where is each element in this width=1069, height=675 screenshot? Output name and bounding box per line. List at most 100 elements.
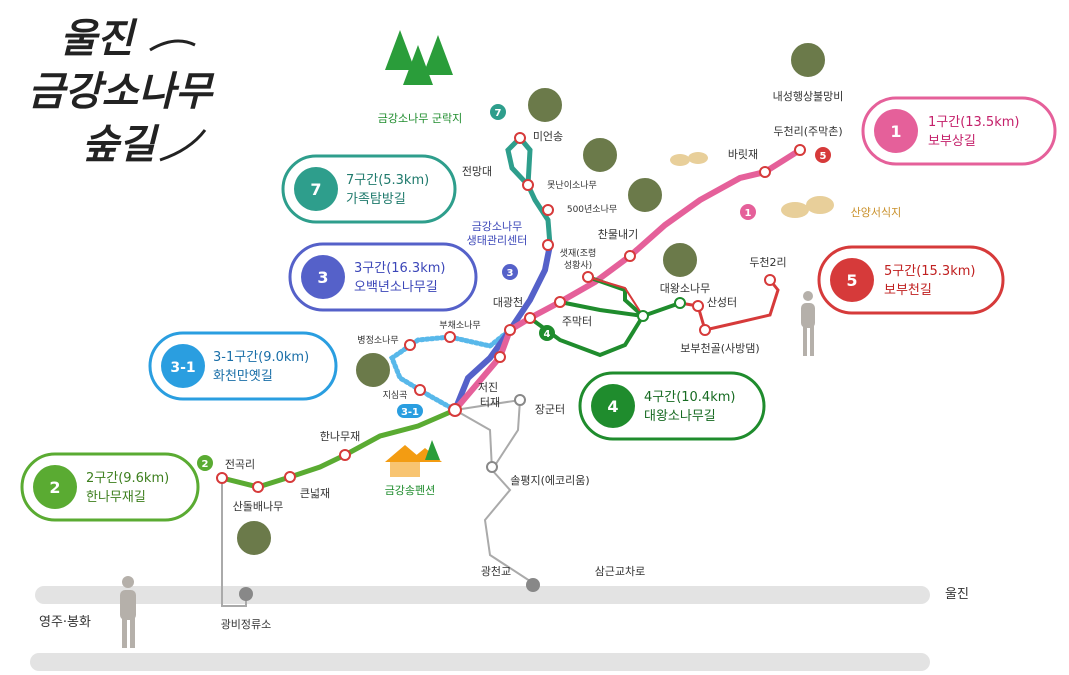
- title-line-3: 숲길: [82, 121, 160, 168]
- label-jumakto: 주막터: [562, 315, 592, 328]
- label-solpyeong: 솔평지(에코리움): [510, 474, 589, 487]
- badge-5: [815, 147, 831, 163]
- badge-4-text: 4: [544, 329, 551, 340]
- label-naeseong: 내성행상불망비: [773, 90, 844, 103]
- label-daewang: 대왕소나무: [660, 282, 711, 295]
- callout-course-7[interactable]: 7 7구간(5.3km) 가족탐방길: [281, 154, 457, 224]
- stop-sanseong: [692, 300, 704, 312]
- callout-3-num: 3: [317, 268, 328, 287]
- stop-sandolbae: [252, 481, 264, 493]
- hiker-icon: [120, 291, 815, 648]
- gwangcheongyo-stop: [526, 578, 540, 592]
- label-pension: 금강송펜션: [385, 484, 436, 497]
- label-yeongju: 영주·봉화: [39, 615, 91, 630]
- trail-stops: [216, 132, 806, 493]
- label-byeongjeong: 병정소나무: [357, 335, 398, 346]
- label-bobucheon: 보부천골(사방댐): [680, 341, 759, 355]
- stop-jisimgok: [414, 384, 426, 396]
- trail-4-path: [528, 275, 682, 358]
- badge-3-text: 3: [507, 268, 514, 279]
- trail-2-path: [219, 407, 458, 490]
- stop-barit: [759, 166, 771, 178]
- title-line-1: 울진: [60, 15, 138, 62]
- road-layer: [30, 398, 930, 671]
- callout-5-name: 5구간(15.3km): [884, 264, 975, 279]
- label-saetjae-2: 성황사): [564, 260, 592, 271]
- badge-2-text: 2: [202, 459, 209, 470]
- photo-sandolbae: [235, 519, 273, 557]
- callout-4-num: 4: [607, 397, 618, 416]
- photo-naeseong: [789, 41, 827, 79]
- callout-3-1-name: 3-1구간(9.0km): [213, 350, 309, 365]
- main-road-upper: [35, 586, 930, 604]
- badge-7-text: 7: [495, 108, 502, 119]
- callout-2-num: 2: [49, 478, 60, 497]
- callout-7-sub: 가족탐방길: [346, 192, 406, 207]
- callout-4-sub: 대왕소나무길: [644, 409, 716, 424]
- pine-trees-icon: [385, 30, 453, 85]
- title-line-2: 금강소나무: [28, 68, 215, 115]
- label-gwangbi: 광비정류소: [221, 618, 272, 631]
- deer-icon: [670, 152, 834, 218]
- label-sandolbae: 산돌배나무: [233, 500, 284, 513]
- map-title: 울진 금강소나무 숲길: [28, 15, 215, 168]
- photo-500: [626, 176, 664, 214]
- stop-saetjae: [582, 271, 594, 283]
- callout-course-3-1[interactable]: 3-1 3-1구간(9.0km) 화천만옛길: [148, 331, 338, 401]
- photo-mieonsong: [526, 86, 564, 124]
- stop-ducheonri: [794, 144, 806, 156]
- label-uljin: 울진: [945, 587, 969, 602]
- stop-daewang: [674, 297, 686, 309]
- stop-janggun: [514, 394, 526, 406]
- stop-buchae: [444, 331, 456, 343]
- stop-motnan: [522, 179, 534, 191]
- label-jeojin-1: 저진: [478, 381, 498, 394]
- badge-3-1: [397, 404, 423, 418]
- label-motnan: 못난이소나무: [547, 180, 597, 191]
- place-labels: 내성행상불망비 두천리(주막촌) 바릿재 산양서식지 찬물내기 두천2리 대왕소…: [39, 90, 969, 631]
- label-sanseong: 산성터: [707, 296, 737, 309]
- stop-keunneol: [284, 471, 296, 483]
- label-jeongokri: 전곡리: [225, 458, 255, 471]
- callout-1-num: 1: [890, 122, 901, 141]
- callout-2-sub: 한나무재길: [86, 490, 146, 505]
- badge-1: [740, 204, 756, 220]
- callout-7-name: 7구간(5.3km): [346, 173, 429, 188]
- stop-500: [542, 204, 554, 216]
- stop-center: [542, 239, 554, 251]
- stop-hub: [448, 403, 462, 417]
- label-sanyang: 산양서식지: [851, 206, 902, 219]
- label-keunneol: 큰넓재: [300, 487, 330, 500]
- stop-byeongjeong: [404, 339, 416, 351]
- callout-7-num: 7: [310, 180, 321, 199]
- label-jeonmangdae: 전망대: [462, 165, 492, 178]
- callout-course-1[interactable]: 1 1구간(13.5km) 보부상길: [861, 96, 1057, 166]
- photo-byeongjeong: [354, 351, 392, 389]
- photo-daewang: [661, 241, 699, 279]
- label-samgeun: 삼근교차로: [595, 565, 646, 578]
- callout-3-1-num: 3-1: [170, 360, 195, 376]
- label-barit: 바릿재: [728, 148, 758, 161]
- label-mieonsong: 미언송: [533, 130, 563, 143]
- stop-chanmul: [624, 250, 636, 262]
- callout-course-4[interactable]: 4 4구간(10.4km) 대왕소나무길: [578, 371, 766, 441]
- callout-1-sub: 보부상길: [928, 134, 976, 149]
- callout-course-2[interactable]: 2 2구간(9.6km) 한나무재길: [20, 452, 200, 522]
- callout-course-3[interactable]: 3 3구간(16.3km) 오백년소나무길: [288, 242, 478, 312]
- callout-course-5[interactable]: 5 5구간(15.3km) 보부천길: [817, 245, 1005, 315]
- course-badges: 7 3 1 5 4 2 3-1: [197, 104, 831, 471]
- stop-bobucheon: [699, 324, 711, 336]
- label-chanmul: 찬물내기: [598, 227, 638, 241]
- label-janggun: 장군터: [535, 403, 565, 416]
- callout-3-name: 3구간(16.3km): [354, 261, 445, 276]
- badge-2: [197, 455, 213, 471]
- callout-3-sub: 오백년소나무길: [354, 280, 438, 295]
- label-buchae: 부채소나무: [439, 320, 480, 331]
- label-jisimgok: 지심곡: [383, 390, 408, 401]
- badge-3-1-text: 3-1: [401, 407, 419, 418]
- label-ducheonri: 두천리(주막촌): [773, 124, 842, 138]
- label-gunrakji: 금강소나무 군락지: [378, 112, 462, 125]
- label-center-1: 금강소나무: [472, 220, 523, 233]
- badge-1-text: 1: [745, 208, 752, 219]
